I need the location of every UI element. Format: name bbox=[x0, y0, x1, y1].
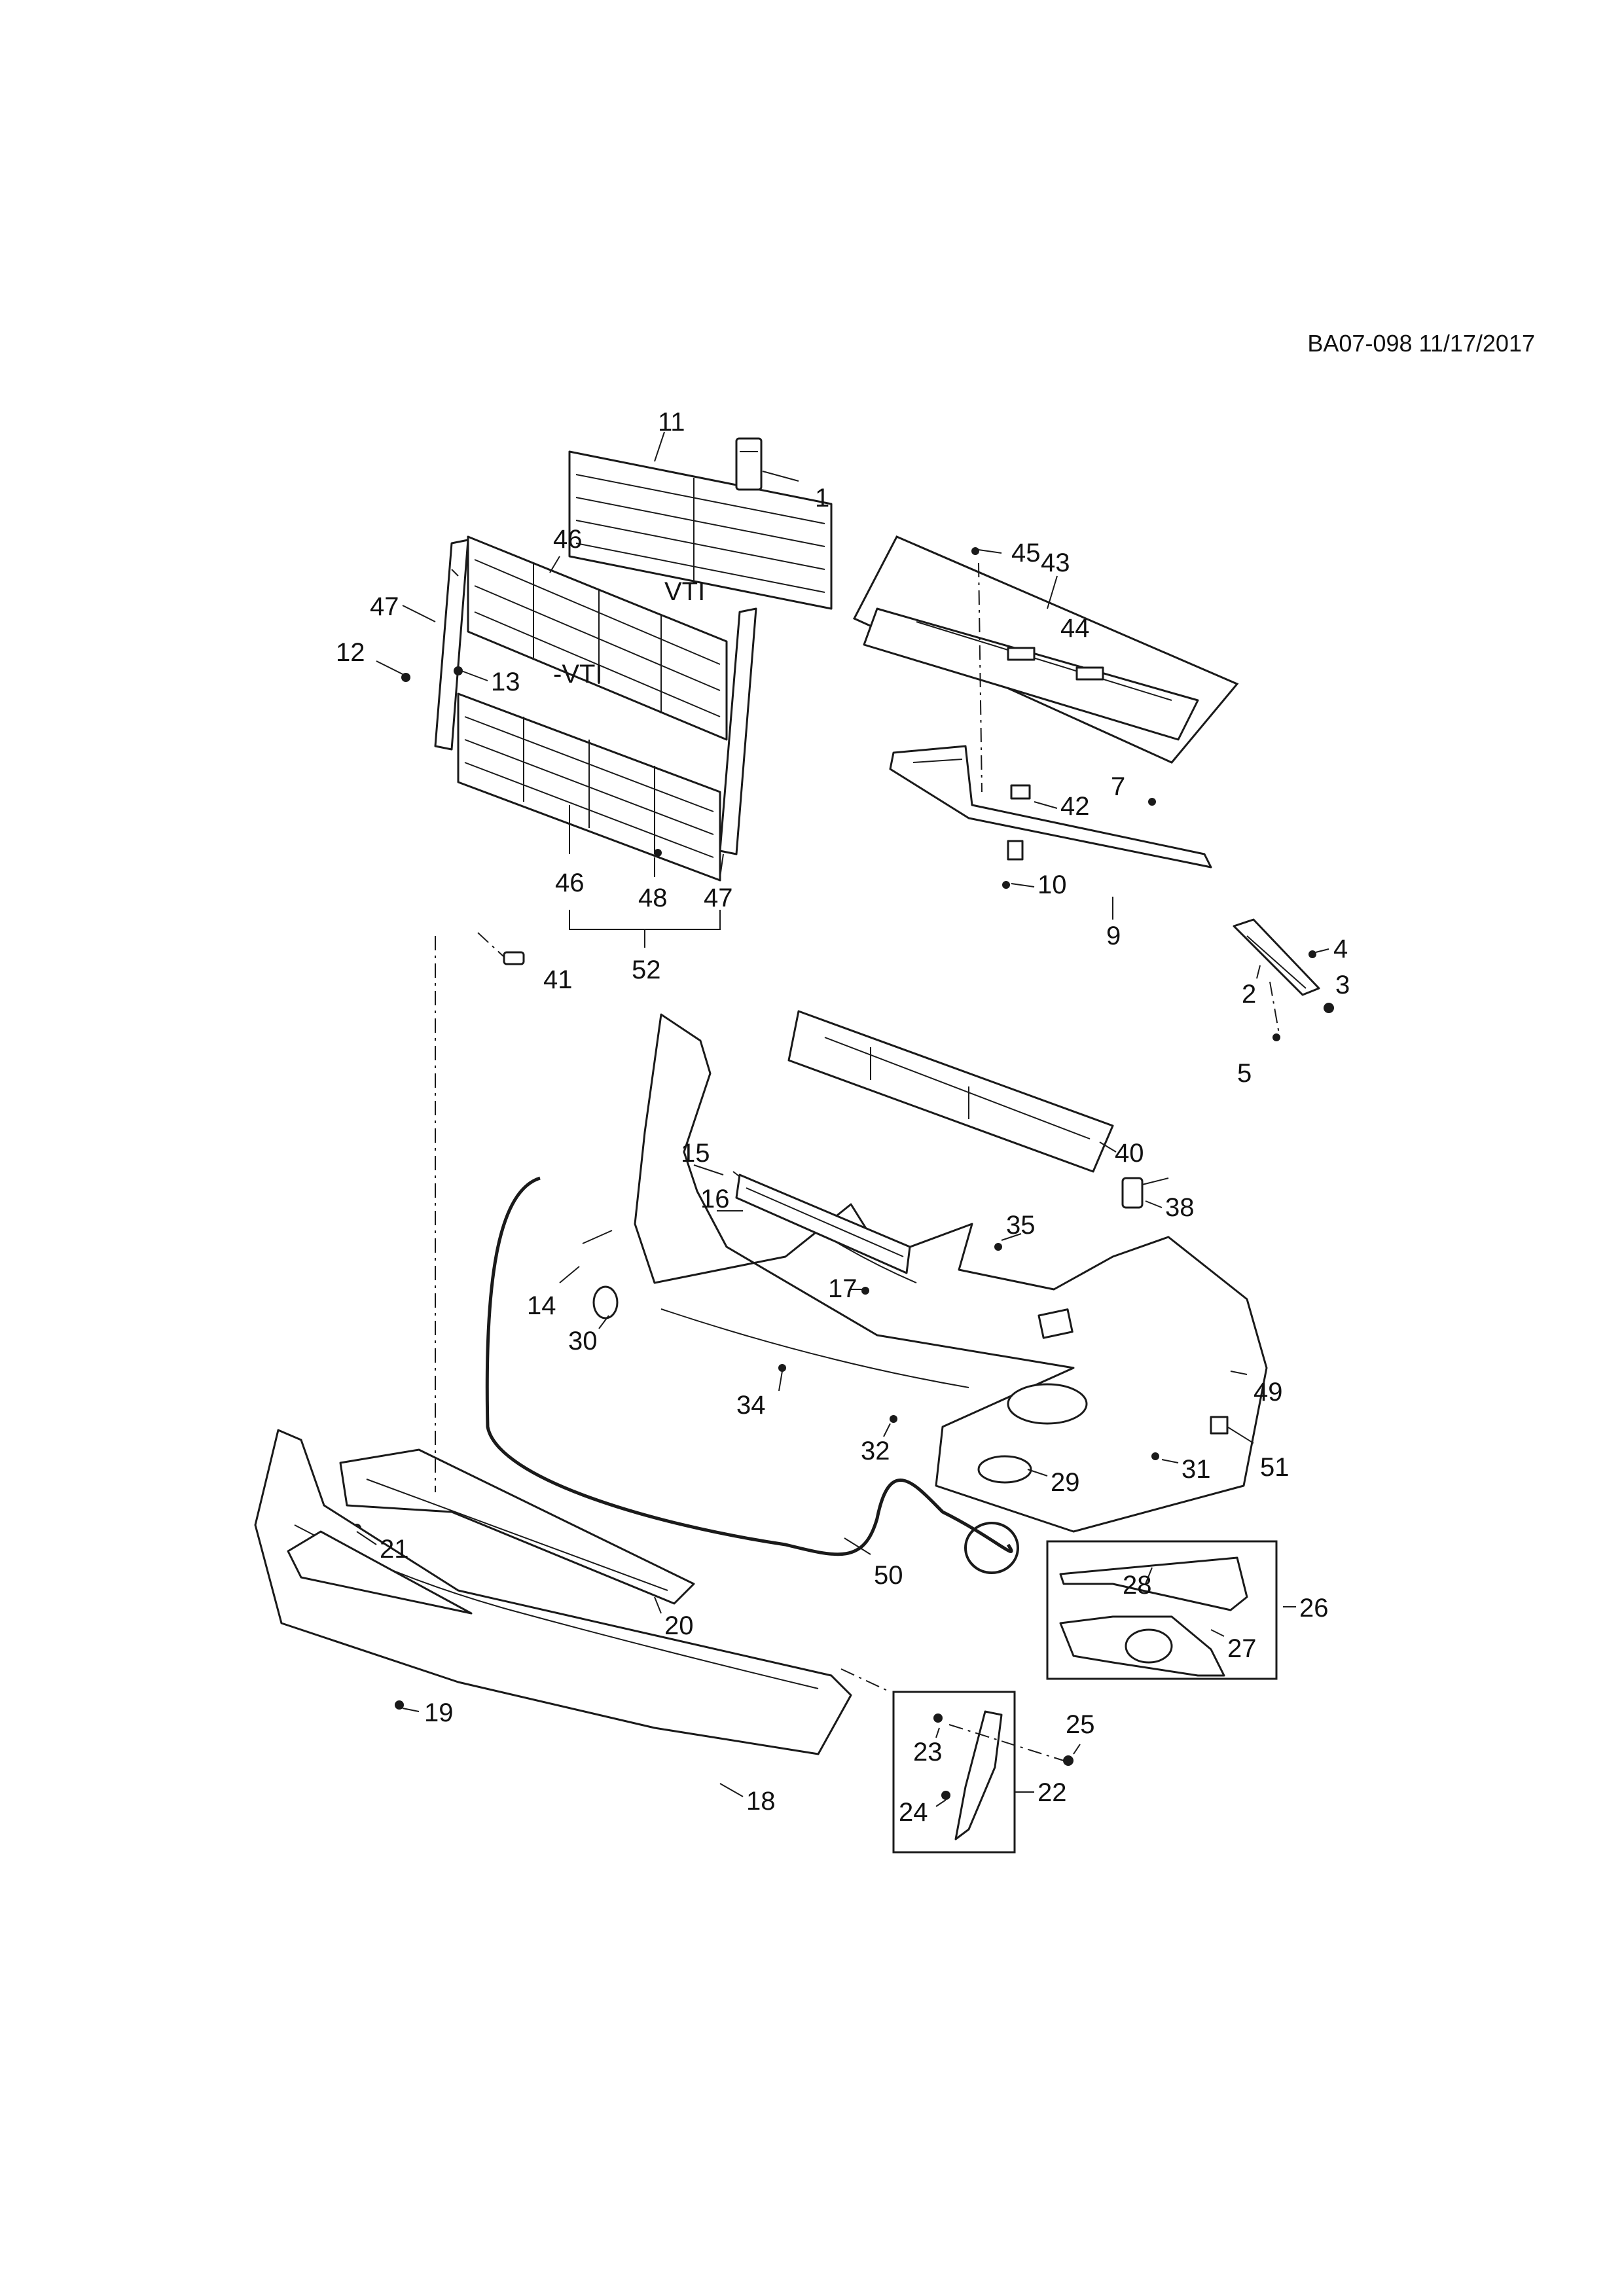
callout-4: 4 bbox=[1333, 935, 1348, 963]
callout-20: 20 bbox=[664, 1611, 694, 1640]
energy-absorber bbox=[787, 1010, 1114, 1173]
callout-41: 41 bbox=[543, 965, 573, 994]
callout-12: 12 bbox=[336, 638, 365, 667]
callout-51: 51 bbox=[1260, 1453, 1290, 1482]
active-grille-shutter-upper bbox=[568, 450, 833, 610]
callout-2: 2 bbox=[1242, 980, 1256, 1009]
corner-trim bbox=[954, 1710, 1003, 1840]
callout-7: 7 bbox=[1111, 772, 1125, 801]
fastener-7 bbox=[1148, 798, 1156, 806]
callout-27: 27 bbox=[1227, 1634, 1257, 1663]
fastener-10 bbox=[1002, 881, 1010, 889]
callout-1: 1 bbox=[815, 484, 829, 512]
fastener-17 bbox=[861, 1287, 869, 1295]
callout-15: 15 bbox=[681, 1139, 710, 1168]
callout-47-right: 47 bbox=[704, 884, 733, 912]
callout-35: 35 bbox=[1006, 1211, 1036, 1240]
callout-44: 44 bbox=[1060, 614, 1090, 643]
callout-48: 48 bbox=[638, 884, 668, 912]
callout-24: 24 bbox=[899, 1798, 928, 1827]
variant-label-vti: VTI bbox=[664, 577, 705, 606]
fastener-24 bbox=[941, 1791, 950, 1800]
callout-52: 52 bbox=[632, 956, 661, 984]
fastener-31 bbox=[1151, 1452, 1159, 1460]
fastener-25 bbox=[1063, 1755, 1074, 1766]
harness-loop bbox=[964, 1522, 1019, 1574]
callout-21: 21 bbox=[380, 1535, 409, 1564]
fastener-41 bbox=[503, 951, 525, 965]
tow-eye-cover bbox=[592, 1285, 619, 1319]
callout-42: 42 bbox=[1060, 792, 1090, 821]
callout-46-upper: 46 bbox=[553, 525, 583, 554]
callout-17: 17 bbox=[828, 1274, 857, 1303]
grille-bracket-right bbox=[719, 607, 757, 855]
callout-16: 16 bbox=[700, 1185, 730, 1213]
fastener-3 bbox=[1324, 1003, 1334, 1013]
callout-50: 50 bbox=[874, 1561, 903, 1590]
callout-45: 45 bbox=[1011, 539, 1041, 567]
callout-34: 34 bbox=[736, 1391, 766, 1420]
fastener-12 bbox=[401, 673, 410, 682]
fastener-34 bbox=[778, 1364, 786, 1372]
fastener-35 bbox=[994, 1243, 1002, 1251]
callout-26: 26 bbox=[1299, 1594, 1329, 1623]
radiator-upper-cover bbox=[863, 607, 1199, 741]
grille-shutter-actuator bbox=[735, 437, 763, 491]
callout-28: 28 bbox=[1123, 1571, 1152, 1600]
fastener-48 bbox=[654, 849, 662, 857]
callout-30: 30 bbox=[568, 1327, 598, 1355]
fastener-19 bbox=[395, 1700, 404, 1710]
callout-13: 13 bbox=[491, 668, 520, 696]
fastener-32 bbox=[890, 1415, 897, 1423]
callout-5: 5 bbox=[1237, 1059, 1252, 1088]
callout-46-lower: 46 bbox=[555, 869, 585, 897]
callout-10: 10 bbox=[1038, 870, 1067, 899]
bumper-wiring-harness bbox=[485, 1176, 1013, 1556]
drawing-reference: BA07-098 11/17/2017 bbox=[1307, 330, 1535, 357]
upper-tie-bar bbox=[889, 745, 1212, 869]
fascia-reinforcement bbox=[735, 1174, 911, 1274]
callout-19: 19 bbox=[424, 1698, 454, 1727]
front-camera bbox=[1121, 1177, 1169, 1209]
callout-32: 32 bbox=[861, 1437, 890, 1465]
callout-47-left: 47 bbox=[370, 592, 399, 621]
bumper-side-bracket bbox=[1233, 918, 1320, 996]
part-43-box bbox=[852, 535, 1239, 764]
callout-31: 31 bbox=[1182, 1455, 1211, 1484]
fog-lamp-bezel bbox=[1059, 1615, 1225, 1677]
fastener-4 bbox=[1308, 950, 1316, 958]
callout-11: 11 bbox=[658, 408, 685, 437]
grille-bracket-left bbox=[434, 539, 469, 751]
part-22-box bbox=[892, 1691, 1016, 1854]
tow-eye-stud bbox=[582, 1230, 613, 1244]
variant-label-non-vti: -VTI bbox=[553, 660, 603, 689]
callout-29: 29 bbox=[1051, 1468, 1080, 1497]
callout-38: 38 bbox=[1165, 1193, 1195, 1222]
lower-bumper-fascia bbox=[254, 1429, 852, 1755]
grille-shutter-lower bbox=[457, 692, 721, 882]
fastener-5 bbox=[1272, 1033, 1280, 1041]
callout-14: 14 bbox=[527, 1291, 556, 1320]
fog-lamp-bezel-upper bbox=[1059, 1556, 1248, 1611]
lower-grille-bracket bbox=[339, 1448, 695, 1605]
fastener-23 bbox=[933, 1713, 943, 1723]
part-26-box bbox=[1046, 1540, 1278, 1680]
callout-23: 23 bbox=[913, 1738, 943, 1767]
fastener-13 bbox=[454, 666, 463, 675]
callout-25: 25 bbox=[1066, 1710, 1095, 1739]
clip-51 bbox=[1210, 1416, 1229, 1435]
callout-43: 43 bbox=[1041, 548, 1070, 577]
callout-22: 22 bbox=[1038, 1778, 1067, 1807]
callout-9: 9 bbox=[1106, 922, 1121, 950]
fastener-45 bbox=[971, 547, 979, 555]
callout-49: 49 bbox=[1254, 1378, 1283, 1407]
callout-18: 18 bbox=[746, 1787, 776, 1816]
grille-shutter-middle bbox=[467, 535, 728, 741]
fog-lamp-cover bbox=[977, 1455, 1032, 1484]
callout-40: 40 bbox=[1115, 1139, 1144, 1168]
callout-3: 3 bbox=[1335, 971, 1350, 999]
